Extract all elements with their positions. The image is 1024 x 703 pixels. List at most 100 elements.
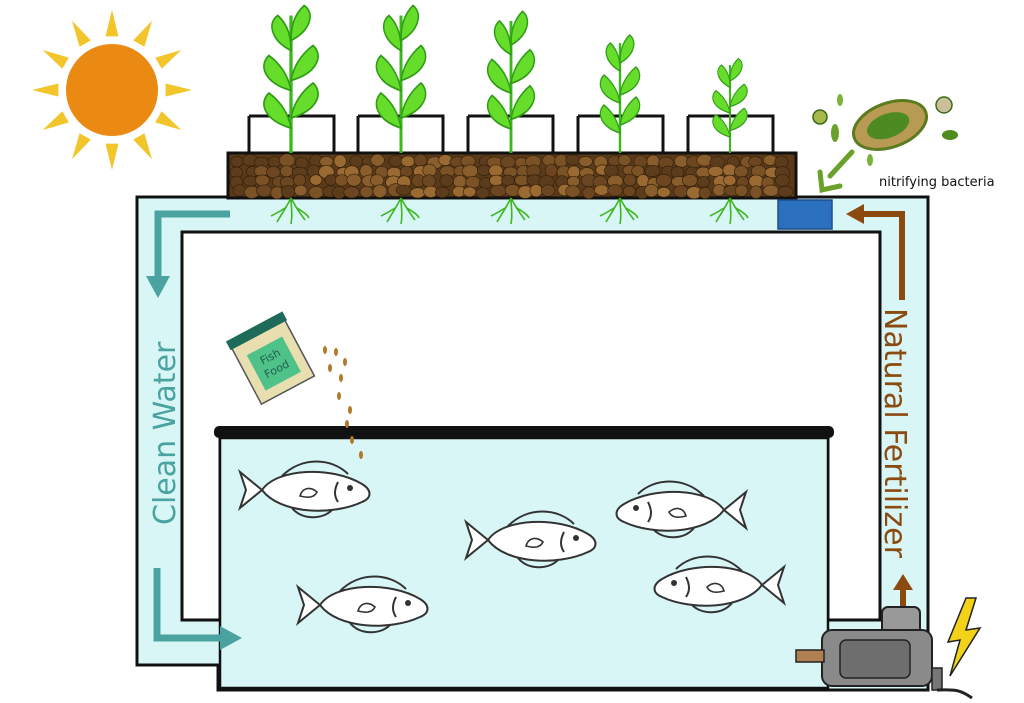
sun-ray bbox=[42, 111, 69, 130]
bacteria-arrow bbox=[817, 149, 855, 194]
bacteria-icon bbox=[812, 94, 958, 166]
gravel-stone bbox=[230, 156, 244, 168]
gravel-stone bbox=[594, 184, 610, 196]
gravel-stone bbox=[294, 184, 308, 197]
gravel-stone bbox=[343, 186, 360, 199]
gravel-stone bbox=[578, 156, 593, 167]
gravel-stone bbox=[293, 173, 306, 187]
gravel-stone bbox=[438, 154, 453, 166]
sun-ray bbox=[155, 50, 182, 69]
plant-icon bbox=[485, 9, 537, 155]
gravel-stone bbox=[334, 174, 349, 187]
gravel-stone bbox=[775, 174, 790, 187]
gravel-stone bbox=[529, 184, 543, 198]
gravel-stone bbox=[254, 174, 270, 186]
clean-water-label: Clean Water bbox=[148, 341, 183, 525]
natural-fertilizer-label: Natural Fertilizer bbox=[877, 308, 912, 559]
gravel-stone bbox=[279, 165, 294, 178]
sun-ray bbox=[133, 133, 152, 160]
gravel-stone bbox=[541, 184, 556, 197]
sun-ray bbox=[72, 133, 91, 160]
nitrifying-bacteria-label: nitrifying bacteria bbox=[879, 175, 995, 190]
gravel-stone bbox=[682, 174, 698, 187]
natural-fertilizer-arrows bbox=[846, 204, 913, 608]
sun-ray bbox=[105, 143, 119, 170]
gravel-stone bbox=[655, 173, 672, 187]
gravel-stone bbox=[232, 184, 247, 197]
gravel-stone bbox=[762, 184, 780, 197]
gravel-stone bbox=[462, 186, 477, 198]
pump-icon bbox=[795, 606, 973, 700]
gravel-stone bbox=[565, 185, 581, 198]
lightning-bolt-icon bbox=[946, 597, 982, 677]
gravel-stone bbox=[696, 176, 710, 188]
sun-ray bbox=[105, 10, 119, 37]
gravel-stone bbox=[500, 155, 516, 169]
gravel-stone bbox=[565, 154, 581, 166]
gravel-stone bbox=[309, 174, 323, 186]
gravel-stone bbox=[544, 163, 558, 178]
gravel-stone bbox=[359, 185, 374, 198]
gravel-stone bbox=[461, 164, 479, 178]
gravel-stone bbox=[490, 184, 507, 197]
gravel-stone bbox=[633, 155, 648, 168]
gravel-stone bbox=[644, 184, 659, 198]
sun-ray bbox=[133, 20, 152, 47]
gravel-stone bbox=[734, 184, 749, 197]
gravel-stone bbox=[749, 185, 763, 199]
gravel-stone bbox=[409, 187, 426, 199]
gravel-stone bbox=[267, 155, 282, 169]
gravel-stone bbox=[622, 185, 636, 197]
gravel-stone bbox=[434, 186, 450, 198]
gravel-stone bbox=[346, 173, 362, 187]
gravel-stone bbox=[370, 153, 385, 167]
gravel-stone bbox=[656, 186, 671, 198]
plant-icon bbox=[374, 3, 428, 155]
gravel-stone bbox=[504, 184, 521, 197]
gravel-stone bbox=[617, 154, 632, 166]
gravel-stone bbox=[475, 187, 490, 199]
gravel-stone bbox=[439, 174, 454, 187]
gravel-stone bbox=[399, 165, 413, 178]
fish-food-flakes bbox=[323, 346, 363, 459]
plant-icon bbox=[598, 33, 642, 155]
gravel-stone bbox=[388, 154, 403, 168]
gravel-stone bbox=[623, 173, 637, 187]
gravel-stone bbox=[604, 164, 619, 177]
biofilter bbox=[777, 199, 833, 230]
gravel-stone bbox=[400, 155, 416, 168]
sun-ray bbox=[42, 50, 69, 69]
sun-ray bbox=[72, 20, 91, 47]
gravel-stone bbox=[370, 174, 385, 187]
sun-icon bbox=[32, 10, 192, 170]
gravel-stone bbox=[733, 165, 749, 178]
gravel-stone bbox=[278, 153, 296, 167]
grow-bed bbox=[226, 151, 798, 200]
gravel-stone bbox=[281, 185, 296, 199]
gravel-stone bbox=[712, 184, 726, 197]
gravel-stone bbox=[422, 174, 436, 188]
gravel-stone bbox=[333, 154, 347, 168]
sun-ray bbox=[32, 83, 59, 97]
sun-ray bbox=[165, 83, 192, 97]
gravel-stone bbox=[607, 184, 623, 197]
gravel-stone bbox=[465, 176, 481, 189]
fish-food-can-icon: Fish Food bbox=[225, 311, 316, 406]
gravel-stone bbox=[489, 174, 504, 187]
gravel-stone bbox=[636, 174, 650, 188]
clean-water-arrows bbox=[146, 210, 242, 650]
gravel-stone bbox=[644, 164, 661, 177]
gravel-stone bbox=[294, 156, 309, 169]
gravel-stone bbox=[582, 186, 596, 200]
gravel-stone bbox=[567, 175, 580, 187]
gravel-stone bbox=[674, 154, 689, 168]
gravel-stone bbox=[723, 174, 737, 186]
gravel-stone bbox=[256, 184, 273, 198]
plant-icon bbox=[262, 3, 320, 155]
gravel-stone bbox=[707, 165, 724, 177]
gravel-stone bbox=[413, 153, 428, 167]
gravel-stone bbox=[777, 185, 794, 198]
gravel-stone bbox=[631, 165, 645, 177]
plant-icon bbox=[711, 57, 749, 155]
